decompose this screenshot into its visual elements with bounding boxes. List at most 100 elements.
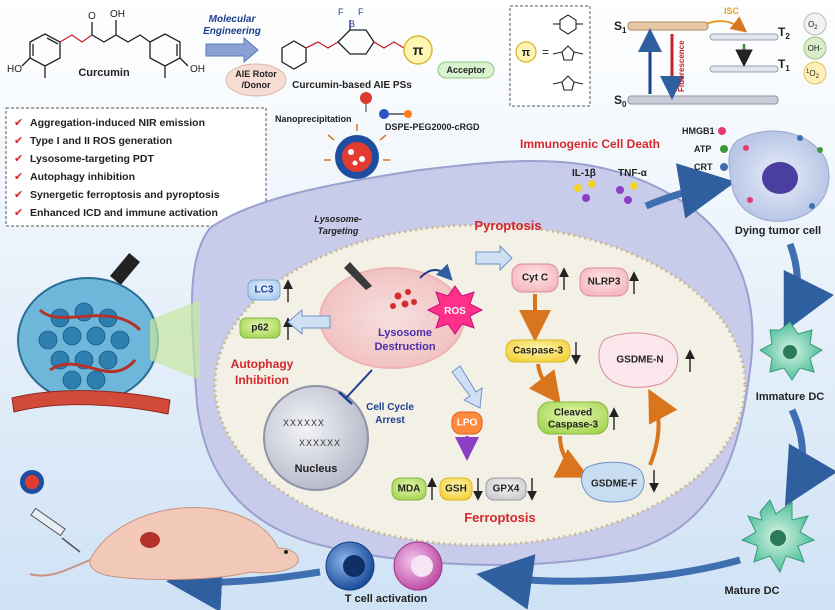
curcumin-structure bbox=[21, 20, 189, 78]
mature-to-tcell-arrow bbox=[476, 554, 741, 610]
icd-title: Immunogenic Cell Death bbox=[520, 137, 660, 151]
thiophene-icon bbox=[552, 75, 584, 91]
feature-item: Aggregation-induced NIR emission bbox=[30, 117, 205, 129]
pi-unit-symbol: π bbox=[413, 42, 424, 58]
molecular-engineering-arrow bbox=[205, 36, 259, 64]
atp-dot bbox=[720, 145, 728, 153]
tumor-to-cell-beam bbox=[150, 300, 200, 380]
aie-ps-structure bbox=[281, 20, 405, 70]
mda-label: MDA bbox=[398, 484, 421, 495]
ferroptosis-title: Ferroptosis bbox=[464, 510, 536, 525]
hmgb1-dot bbox=[718, 127, 726, 135]
benzene-icon bbox=[553, 14, 583, 35]
pyroptosis-arrow bbox=[475, 244, 513, 272]
feature-check-icon: ✔ bbox=[14, 135, 23, 147]
atp-label: ATP bbox=[694, 144, 711, 154]
curcumin-ho-left: HO bbox=[7, 64, 22, 75]
lysosome-destruction-line2: Destruction bbox=[374, 341, 435, 353]
feature-check-icon: ✔ bbox=[14, 207, 23, 219]
t-cells bbox=[325, 541, 443, 591]
curcumin-ho-right: OH bbox=[190, 64, 205, 75]
cleaved-caspase3-pill bbox=[537, 401, 609, 435]
o2-bubble bbox=[803, 12, 827, 36]
features-box bbox=[5, 107, 267, 227]
p62-pill bbox=[239, 317, 281, 339]
singlet-o2-label: 1O2 bbox=[806, 69, 820, 80]
mature-dc-label: Mature DC bbox=[724, 585, 779, 597]
immature-to-mature-arrow bbox=[784, 408, 835, 507]
ros-label: ROS bbox=[444, 306, 466, 317]
molecular-engineering-label-line2: Engineering bbox=[203, 26, 261, 37]
lpo-label: LPO bbox=[457, 418, 478, 429]
feature-check-icon: ✔ bbox=[14, 171, 23, 183]
gpx4-label: GPX4 bbox=[493, 484, 520, 495]
jablonski-isc: ISC bbox=[724, 6, 740, 16]
pi-unit-circle bbox=[403, 35, 433, 65]
cyt-c-label: Cyt C bbox=[522, 273, 548, 284]
dying-cell-label: Dying tumor cell bbox=[735, 225, 821, 237]
nlrp3-label: NLRP3 bbox=[588, 277, 621, 288]
curcumin-o: O bbox=[88, 11, 96, 22]
dying-to-immature-arrow bbox=[783, 242, 834, 333]
o2-label: O2 bbox=[808, 20, 818, 31]
boron-f1: F bbox=[338, 7, 344, 17]
jablonski-s1: S1 bbox=[614, 19, 627, 35]
aie-rotor-line1: AIE Rotor bbox=[235, 69, 277, 79]
feature-check-icon: ✔ bbox=[14, 117, 23, 129]
crt-label: CRT bbox=[694, 162, 713, 172]
tumor-mass bbox=[17, 277, 159, 403]
gsdme-f-shape bbox=[581, 461, 645, 503]
blood-vessel bbox=[11, 390, 171, 415]
lysosome-destruction-line1: Lysosome bbox=[378, 327, 432, 339]
drug-molecule bbox=[360, 92, 372, 104]
nlrp3-pill bbox=[579, 267, 629, 297]
furan-icon bbox=[552, 45, 584, 61]
pi-definition-circle bbox=[515, 41, 537, 63]
oh-radical-label: OH· bbox=[808, 44, 823, 53]
feature-item: Lysosome-targeting PDT bbox=[30, 153, 154, 165]
feature-item: Type I and II ROS generation bbox=[30, 135, 172, 147]
pyroptosis-title: Pyroptosis bbox=[474, 218, 541, 233]
pi-definition-equals: = bbox=[542, 45, 549, 59]
feature-check-icon: ✔ bbox=[14, 189, 23, 201]
to-dying-cell-arrow bbox=[644, 163, 736, 219]
lysosome-targeting-line2: Targeting bbox=[318, 226, 359, 236]
feature-item: Enhanced ICD and immune activation bbox=[30, 207, 218, 219]
aie-rotor-line2: /Donor bbox=[242, 80, 271, 90]
aie-rotor-bubble bbox=[225, 63, 287, 97]
dna-strand-2: XXXXXX bbox=[299, 438, 341, 448]
gsdme-f-to-n-arrow bbox=[648, 388, 678, 466]
dspe-label: DSPE-PEG2000-cRGD bbox=[385, 122, 480, 132]
boron-b: B bbox=[349, 19, 355, 29]
cleaved-to-gsdme-f-arrow bbox=[553, 435, 590, 478]
jablonski-s0: S0 bbox=[614, 93, 627, 109]
autophagy-line2: Inhibition bbox=[235, 373, 289, 387]
il1b-label: IL-1β bbox=[572, 168, 596, 179]
lysosome-dots bbox=[390, 289, 417, 309]
feature-check-icon: ✔ bbox=[14, 153, 23, 165]
mouse bbox=[29, 506, 299, 580]
caspase-to-cleaved-arrow bbox=[528, 363, 561, 405]
cell-cycle-line2: Arrest bbox=[375, 415, 405, 426]
gsdme-f-label: GSDME-F bbox=[591, 479, 637, 490]
jablonski-t2: T2 bbox=[778, 25, 790, 41]
lysosome-rotation-icon bbox=[419, 263, 453, 281]
cell-cycle-inhibit-bar bbox=[338, 391, 353, 405]
mature-dc bbox=[740, 499, 816, 574]
ros-burst bbox=[426, 285, 484, 335]
caspase3-pill bbox=[505, 339, 571, 363]
nucleus bbox=[263, 385, 369, 491]
nanoparticle-small bbox=[20, 470, 44, 494]
crt-dot bbox=[720, 163, 728, 171]
cell-cycle-line1: Cell Cycle bbox=[366, 402, 414, 413]
cleaved-line1: Cleaved bbox=[554, 408, 592, 419]
t-cell-activation-label: T cell activation bbox=[345, 593, 428, 605]
dna-strand-1: XXXXXX bbox=[283, 418, 325, 428]
acceptor-pill bbox=[437, 61, 495, 79]
tumor-cell-inner bbox=[213, 223, 747, 547]
cell-cycle-inhibit-line bbox=[345, 369, 373, 399]
boron-f2: F bbox=[358, 7, 364, 17]
immature-dc-label: Immature DC bbox=[756, 391, 825, 403]
nanoprecipitation-label: Nanoprecipitation bbox=[275, 114, 352, 124]
acceptor-label: Acceptor bbox=[446, 65, 486, 75]
